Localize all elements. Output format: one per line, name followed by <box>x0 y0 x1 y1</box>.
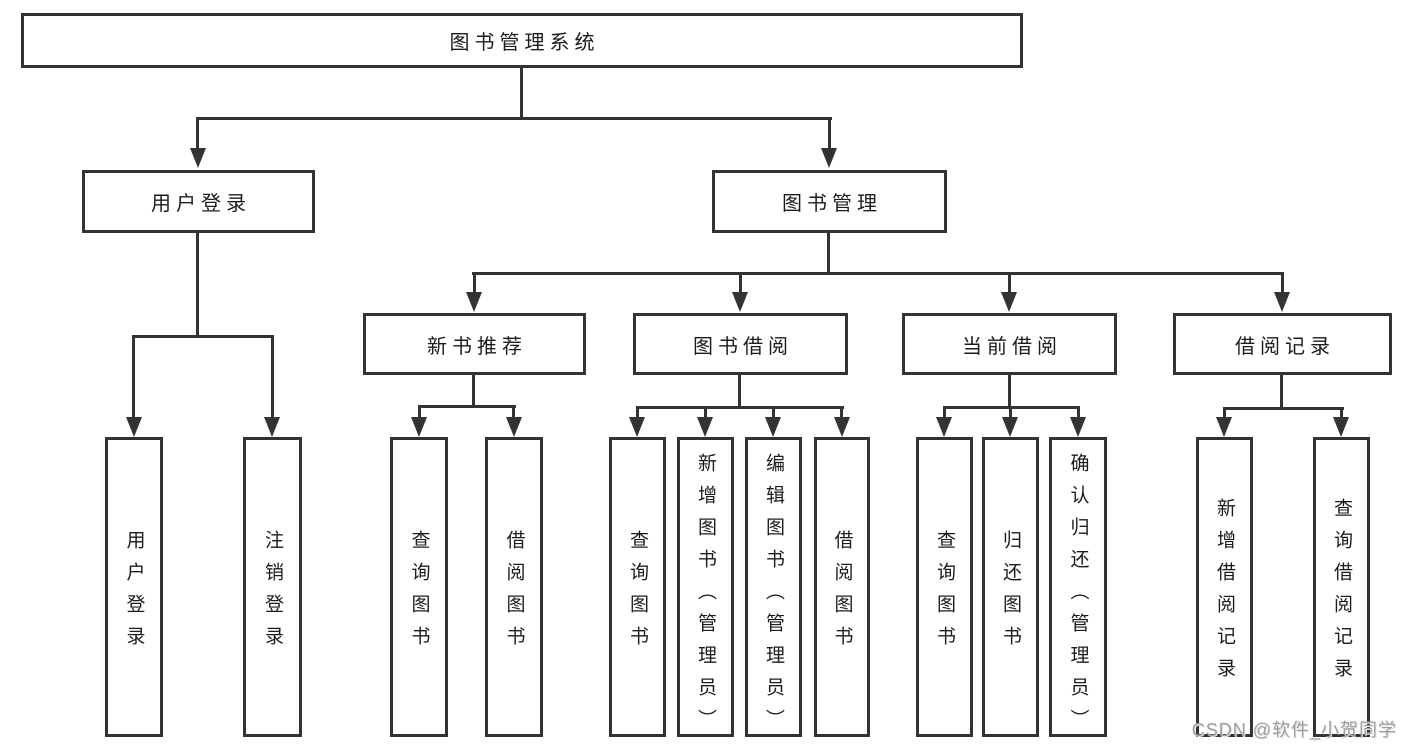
arrowhead <box>1216 417 1232 437</box>
leaf-borrow-books: 借阅图书 <box>814 437 870 737</box>
arrowhead <box>821 148 837 168</box>
connector-line <box>473 272 476 296</box>
arrowhead <box>190 148 206 168</box>
connector-line <box>943 406 946 420</box>
connector-line <box>636 406 844 409</box>
arrowhead <box>264 417 280 437</box>
connector-line <box>738 375 741 408</box>
connector-line <box>132 335 135 419</box>
arrowhead <box>936 417 952 437</box>
connector-line <box>772 406 775 420</box>
node-user-login: 用户登录 <box>82 170 315 233</box>
connector-line <box>1009 406 1012 420</box>
connector-line <box>828 117 831 152</box>
node-book-management: 图书管理 <box>712 170 947 233</box>
connector-line <box>739 272 742 296</box>
leaf-logout: 注销登录 <box>243 437 302 737</box>
connector-line <box>1008 375 1011 408</box>
connector-line <box>132 335 274 338</box>
arrowhead <box>411 417 427 437</box>
connector-line <box>704 406 707 420</box>
connector-line <box>271 335 274 419</box>
leaf-return-book: 归还图书 <box>982 437 1039 737</box>
leaf-edit-book-admin: 编辑图书（管理员） <box>745 437 802 741</box>
connector-line <box>1077 406 1080 420</box>
leaf-borrow-books-recommend: 借阅图书 <box>485 437 543 737</box>
arrowhead <box>834 417 850 437</box>
connector-line <box>1223 407 1344 410</box>
connector-line <box>418 405 421 421</box>
connector-line <box>472 272 1283 275</box>
arrowhead <box>1274 292 1290 312</box>
leaf-user-login: 用户登录 <box>105 437 163 737</box>
connector-line <box>196 233 199 337</box>
leaf-query-books-borrow: 查询图书 <box>609 437 666 737</box>
connector-line <box>1280 375 1283 409</box>
connector-line <box>1281 272 1284 296</box>
arrowhead <box>629 417 645 437</box>
leaf-add-borrow-record: 新增借阅记录 <box>1196 437 1253 737</box>
leaf-add-book-admin: 新增图书（管理员） <box>677 437 734 741</box>
connector-line <box>840 406 843 420</box>
connector-line <box>196 117 832 120</box>
arrowhead <box>1002 417 1018 437</box>
connector-line <box>1223 407 1226 420</box>
arrowhead <box>466 292 482 312</box>
connector-line <box>520 68 523 120</box>
node-borrowing-records: 借阅记录 <box>1173 313 1392 375</box>
leaf-query-books-recommend: 查询图书 <box>390 437 448 737</box>
leaf-query-books-current: 查询图书 <box>916 437 973 737</box>
arrowhead <box>697 417 713 437</box>
csdn-watermark: CSDN @软件_小贺同学 <box>1191 720 1397 740</box>
leaf-confirm-return-admin: 确认归还（管理员） <box>1049 437 1107 741</box>
arrowhead <box>765 417 781 437</box>
connector-line <box>1008 272 1011 296</box>
connector-line <box>1340 407 1343 420</box>
connector-line <box>418 405 516 408</box>
node-new-book-recommendation: 新书推荐 <box>363 313 586 375</box>
node-root-library-system: 图书管理系统 <box>21 13 1023 68</box>
arrowhead <box>506 417 522 437</box>
arrowhead <box>1001 292 1017 312</box>
leaf-query-borrow-record: 查询借阅记录 <box>1313 437 1370 737</box>
connector-line <box>196 117 199 152</box>
connector-line <box>636 406 639 420</box>
arrowhead <box>126 417 142 437</box>
connector-line <box>512 405 515 421</box>
arrowhead <box>1333 417 1349 437</box>
arrowhead <box>1070 417 1086 437</box>
connector-line <box>827 233 830 274</box>
node-book-borrowing: 图书借阅 <box>633 313 848 375</box>
node-current-borrowing: 当前借阅 <box>902 313 1117 375</box>
arrowhead <box>732 292 748 312</box>
connector-line <box>472 375 475 407</box>
